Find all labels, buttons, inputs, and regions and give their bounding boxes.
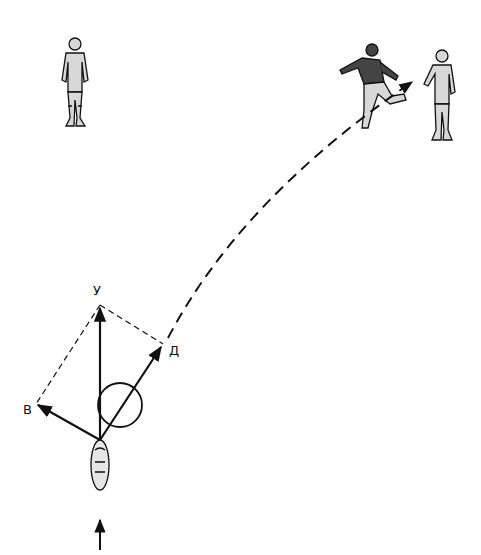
force-vector [38,405,100,440]
construction-line [100,305,163,344]
vector-letter: У [92,284,102,298]
player-figure [340,44,406,128]
ball [98,383,142,427]
player-figure [424,50,455,140]
vector-letter: Д [168,344,180,358]
player-figure [62,38,88,126]
construction-line [36,305,100,404]
force-vector [100,347,161,440]
ball-trajectory [168,82,412,338]
motion-arrow [99,520,101,550]
force-vector [99,308,101,440]
vector-letter: В [22,403,33,417]
kicking-foot [91,440,109,490]
